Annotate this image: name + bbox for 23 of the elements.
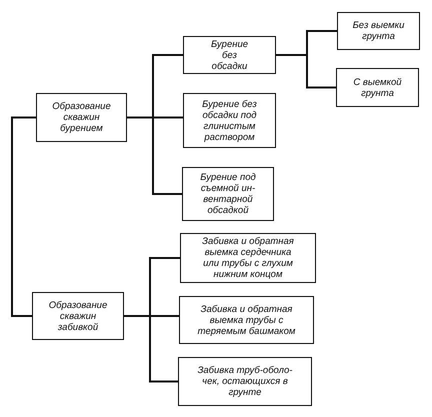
process-box bbox=[180, 233, 316, 283]
process-box bbox=[336, 68, 419, 107]
connector-line bbox=[124, 315, 178, 382]
node-text: Забивка труб-оболо- чек, остающихся в грунте bbox=[196, 365, 294, 398]
node-text: Образование скважин забивкой bbox=[48, 300, 108, 332]
node-text: Без выемки грунта bbox=[352, 20, 406, 42]
node-text: Забивка и обратная выемка трубы с теряемым башмаком bbox=[196, 304, 296, 336]
process-box bbox=[337, 12, 420, 50]
process-box bbox=[36, 93, 127, 142]
node-text: Бурение под съемной ин- вентарной обсадкой bbox=[199, 172, 257, 216]
process-box bbox=[183, 36, 276, 74]
node-text: Забивка и обратная выемка сердечника или трубы с глухим нижним концом bbox=[201, 236, 295, 280]
connector-line bbox=[11, 116, 36, 317]
process-box bbox=[183, 93, 276, 148]
process-box bbox=[32, 292, 124, 340]
process-box bbox=[178, 357, 312, 406]
node-text: Бурение без обсадки под глинистым раствором bbox=[201, 98, 258, 142]
process-box bbox=[179, 296, 314, 344]
connector-line bbox=[127, 116, 182, 195]
process-box bbox=[182, 167, 274, 221]
node-text: С выемкой грунта bbox=[352, 76, 403, 98]
node-text: Образование скважин бурением bbox=[51, 101, 112, 134]
node-text: Бурение без обсадки bbox=[210, 38, 250, 72]
